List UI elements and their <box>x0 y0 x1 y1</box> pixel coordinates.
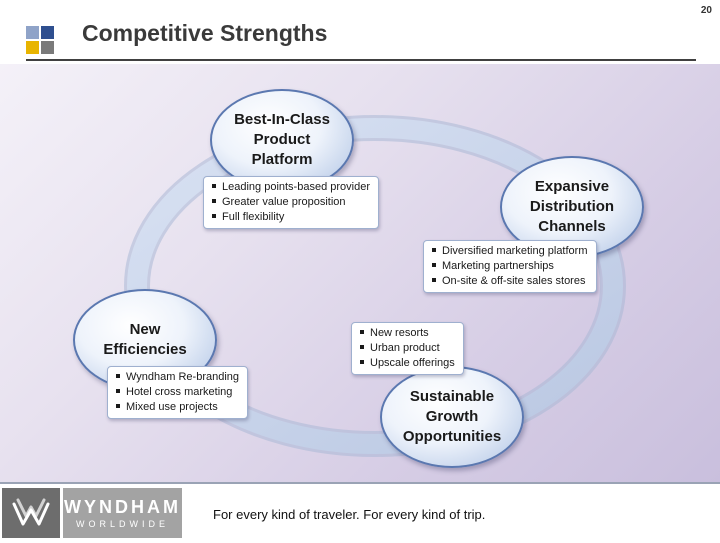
bullet-item: On-site & off-site sales stores <box>432 274 588 289</box>
bullet-item: Marketing partnerships <box>432 259 588 274</box>
bullets-product-platform: Leading points-based provider Greater va… <box>203 176 379 229</box>
page-number: 20 <box>700 5 712 16</box>
node-growth-opportunities: Sustainable Growth Opportunities <box>380 366 524 468</box>
bullets-growth-opportunities: New resorts Urban product Upscale offeri… <box>351 322 464 375</box>
bullet-item: Hotel cross marketing <box>116 385 239 400</box>
brand-sub: WORLDWIDE <box>76 519 169 529</box>
bullets-new-efficiencies: Wyndham Re-branding Hotel cross marketin… <box>107 366 249 419</box>
wyndham-wordmark: WYNDHAM WORLDWIDE <box>63 488 182 538</box>
strengths-diagram: Best-In-Class Product Platform Leading p… <box>0 64 720 482</box>
cycle-ring <box>124 115 626 457</box>
bullet-item: Upscale offerings <box>360 356 455 371</box>
footer-tagline: For every kind of traveler. For every ki… <box>213 507 486 522</box>
node-label: Expansive Distribution Channels <box>529 178 615 235</box>
bullet-item: Urban product <box>360 341 455 356</box>
bullet-item: Diversified marketing platform <box>432 244 588 259</box>
title-divider <box>26 59 696 61</box>
corner-logo-squares-icon <box>26 26 54 54</box>
node-label: New Efficiencies <box>103 321 187 358</box>
bullet-item: Mixed use projects <box>116 400 239 415</box>
node-label: Best-In-Class Product Platform <box>234 111 330 168</box>
bullet-item: Greater value proposition <box>212 195 370 210</box>
bullet-item: Full flexibility <box>212 210 370 225</box>
bullets-distribution-channels: Diversified marketing platform Marketing… <box>423 240 597 293</box>
footer-divider <box>0 482 720 484</box>
bullet-item: Leading points-based provider <box>212 180 370 195</box>
bullet-item: Wyndham Re-branding <box>116 370 239 385</box>
node-product-platform: Best-In-Class Product Platform <box>210 89 354 191</box>
node-label: Sustainable Growth Opportunities <box>402 388 502 445</box>
brand-name: WYNDHAM <box>64 497 181 517</box>
bullet-item: New resorts <box>360 326 455 341</box>
page-title: Competitive Strengths <box>82 20 328 46</box>
wyndham-w-logo-icon <box>2 488 60 538</box>
